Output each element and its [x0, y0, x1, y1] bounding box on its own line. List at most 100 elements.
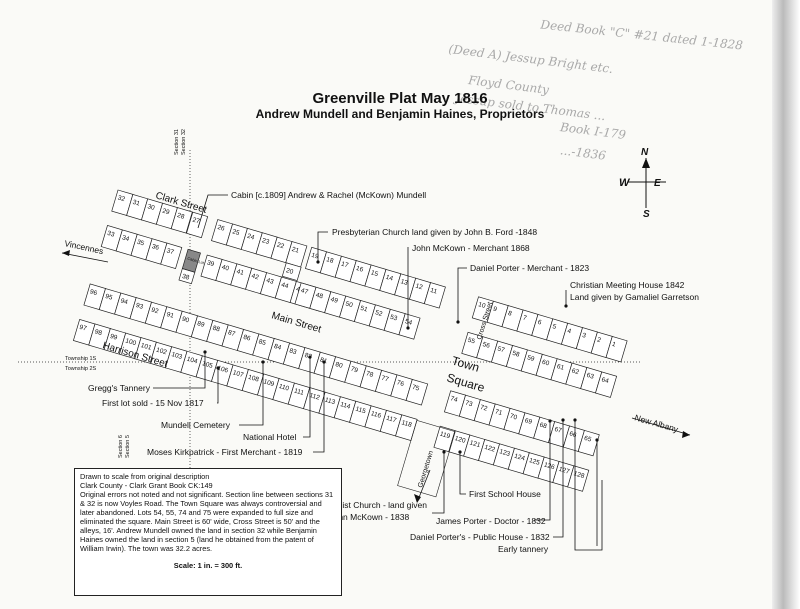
lot-number-50: 50	[345, 300, 354, 309]
lot-number-90: 90	[181, 316, 190, 325]
lot-number-92: 92	[150, 307, 159, 316]
lot-number-40: 40	[221, 264, 230, 273]
lot-20	[281, 262, 302, 282]
lot-number-47: 47	[300, 287, 309, 296]
lot-number-63: 63	[586, 372, 595, 381]
lot-number-113: 113	[324, 397, 336, 407]
map-subtitle: Andrew Mundell and Benjamin Haines, Prop…	[255, 107, 545, 121]
lot-number-3: 3	[581, 332, 587, 340]
lot-number-101: 101	[140, 342, 153, 352]
vincennes-label: Vincennes	[64, 238, 105, 256]
lot-number-98: 98	[94, 328, 103, 337]
lot-number-52: 52	[374, 309, 383, 318]
lot-number-88: 88	[212, 325, 221, 334]
lot-number-39: 39	[206, 259, 215, 268]
lot-number-51: 51	[359, 305, 368, 314]
main-street-label: Main Street	[270, 310, 322, 335]
lot-number-17: 17	[340, 261, 349, 270]
lot-number-76: 76	[396, 379, 405, 388]
lot-number-128: 128	[573, 470, 586, 480]
lot-64	[595, 371, 618, 398]
lot-1	[605, 335, 628, 363]
vincennes-arrowhead	[62, 250, 70, 256]
presbyterian-annotation: Presbyterian Church land given by John B…	[332, 227, 537, 237]
lot-number-2: 2	[596, 336, 602, 344]
lot-11	[423, 282, 446, 309]
annotation-dots	[203, 260, 599, 454]
lot-number-36: 36	[151, 243, 160, 252]
lot-number-30: 30	[147, 203, 156, 212]
cabin-lot	[181, 248, 201, 273]
new-albany-arrow	[631, 417, 691, 436]
lot-number-126: 126	[543, 461, 556, 471]
doctor-annotation: James Porter - Doctor - 1832	[436, 516, 546, 526]
paper-edge	[772, 0, 800, 609]
lot-number-64: 64	[601, 376, 610, 385]
lot-number-97: 97	[78, 324, 87, 333]
lot-number-18: 18	[325, 256, 334, 265]
section-5-label: Section 5	[125, 435, 131, 458]
georgetown-arrow	[417, 469, 431, 501]
lot-number-86: 86	[242, 334, 251, 343]
lot-number-12: 12	[415, 283, 424, 292]
lot-number-65: 65	[583, 435, 592, 444]
lot-number-107: 107	[232, 369, 245, 379]
lot-number-14: 14	[385, 274, 394, 283]
township-1s-label: Township 1S	[65, 356, 97, 362]
section-6-label: Section 6	[118, 435, 124, 458]
compass-n: N	[641, 147, 649, 158]
christian-house-annotation: Christian Meeting House 1842	[570, 280, 685, 290]
lot-number-78: 78	[365, 370, 374, 379]
lot-number-7: 7	[522, 314, 528, 322]
cemetery-annotation: Mundell Cemetery	[161, 420, 231, 430]
lot-number-114: 114	[339, 401, 351, 411]
lot-number-9: 9	[492, 306, 498, 314]
early-tannery-annotation: Early tannery	[498, 544, 549, 554]
lot-number-33: 33	[106, 230, 115, 239]
lot-number-26: 26	[217, 224, 226, 233]
lot-number-31: 31	[132, 199, 141, 208]
lot-number-104: 104	[186, 356, 199, 366]
cabin-annotation: Cabin [c.1809] Andrew & Rachel (McKown) …	[231, 190, 426, 200]
lot-number-4: 4	[566, 328, 572, 336]
lot-number-1: 1	[611, 341, 617, 349]
lot-number-79: 79	[350, 366, 359, 375]
compass-north-arrow	[642, 158, 650, 168]
lot-number-100: 100	[124, 337, 137, 347]
new-albany-label: New Albany	[633, 412, 680, 434]
lot-number-74: 74	[449, 395, 458, 404]
christian-land-annotation: Land given by Gamaliel Garretson	[570, 292, 699, 302]
lot-number-16: 16	[355, 265, 364, 274]
lot-number-44: 44	[280, 281, 289, 290]
lot-number-91: 91	[166, 311, 175, 320]
lot-number-122: 122	[484, 444, 497, 454]
lot-number-23: 23	[261, 237, 270, 246]
lot-number-20: 20	[285, 267, 294, 276]
lot-number-34: 34	[121, 234, 130, 243]
notes-body: Original errors not noted and not signif…	[80, 490, 334, 553]
lot-number-37: 37	[166, 247, 175, 256]
lot-27	[186, 211, 209, 239]
lot-number-67: 67	[554, 426, 563, 435]
lot-number-62: 62	[571, 367, 580, 376]
lot-number-96: 96	[89, 288, 98, 297]
lot-number-85: 85	[258, 338, 267, 347]
lot-number-69: 69	[524, 417, 533, 426]
lot-number-22: 22	[276, 242, 285, 251]
lot-number-93: 93	[135, 302, 144, 311]
lots-grid: 3231302928333435363727382625242322213940…	[72, 189, 628, 498]
section-32-label: Section 32	[181, 129, 187, 155]
lot-number-28: 28	[176, 212, 185, 221]
methodist-annotation-1: Methodist Church - land given	[314, 500, 427, 510]
lot-number-77: 77	[380, 375, 389, 384]
lot-number-102: 102	[155, 347, 168, 357]
notes-line-2: Clark County - Clark Grant Book CK:149	[80, 481, 213, 490]
lot-number-75: 75	[411, 384, 420, 393]
lot-37	[160, 242, 183, 270]
township-2s-label: Township 2S	[65, 366, 97, 372]
lot-number-49: 49	[330, 296, 339, 305]
new-albany-arrowhead	[682, 431, 690, 438]
lot-number-103: 103	[170, 351, 183, 361]
lot-number-115: 115	[355, 406, 367, 416]
lot-number-94: 94	[120, 297, 129, 306]
